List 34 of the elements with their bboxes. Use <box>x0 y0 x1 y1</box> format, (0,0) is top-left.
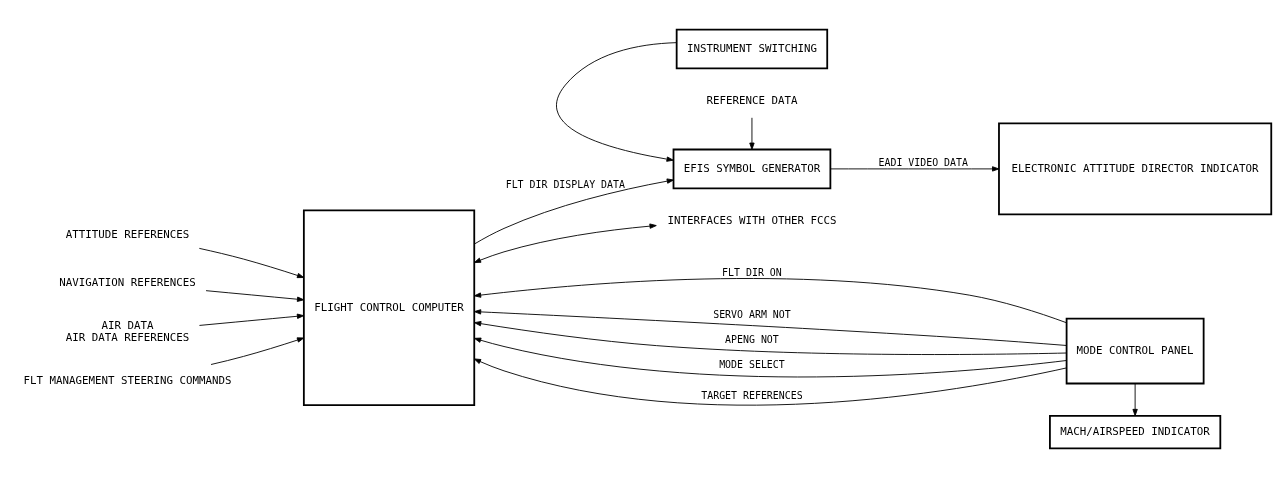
arrow <box>474 337 1067 378</box>
edge-label: FLT DIR DISPLAY DATA <box>505 178 625 190</box>
arrow <box>473 309 1067 346</box>
edge-label: APENG NOT <box>725 333 779 345</box>
arrow <box>205 290 305 302</box>
node-box: MODE CONTROL PANEL <box>1065 317 1205 385</box>
node-text: INTERFACES WITH OTHER FCCS <box>667 213 837 227</box>
arrow <box>749 117 755 150</box>
edge-label: MODE SELECT <box>719 358 785 370</box>
arrow <box>1132 383 1138 417</box>
edge-label: EADI VIDEO DATA <box>878 157 968 169</box>
arrow <box>473 358 1067 406</box>
arrow <box>474 321 1067 355</box>
arrow <box>210 337 305 365</box>
arrow <box>198 247 305 279</box>
node-text: FLT MANAGEMENT STEERING COMMANDS <box>23 373 232 387</box>
node-text: NAVIGATION REFERENCES <box>59 276 196 290</box>
arrow <box>556 42 677 162</box>
arrow <box>473 223 657 264</box>
edge-label: SERVO ARM NOT <box>713 309 791 321</box>
node-text: REFERENCE DATA <box>706 94 798 108</box>
node-box: FLIGHT CONTROL COMPUTER <box>302 209 476 406</box>
node-box: INSTRUMENT SWITCHING <box>675 28 829 70</box>
node-text: AIR DATA AIR DATA REFERENCES <box>65 319 190 344</box>
node-box: MACH/AIRSPEED INDICATOR <box>1049 415 1222 450</box>
edge-label: TARGET REFERENCES <box>701 389 803 401</box>
edge-label: FLT DIR ON <box>722 267 782 279</box>
node-text: ATTITUDE REFERENCES <box>65 227 190 241</box>
arrow <box>474 178 674 245</box>
arrow <box>830 166 1000 172</box>
arrow <box>473 278 1067 324</box>
arrow <box>199 313 305 326</box>
node-box: EFIS SYMBOL GENERATOR <box>672 148 832 190</box>
node-box: ELECTRONIC ATTITUDE DIRECTOR INDICATOR <box>998 122 1273 216</box>
